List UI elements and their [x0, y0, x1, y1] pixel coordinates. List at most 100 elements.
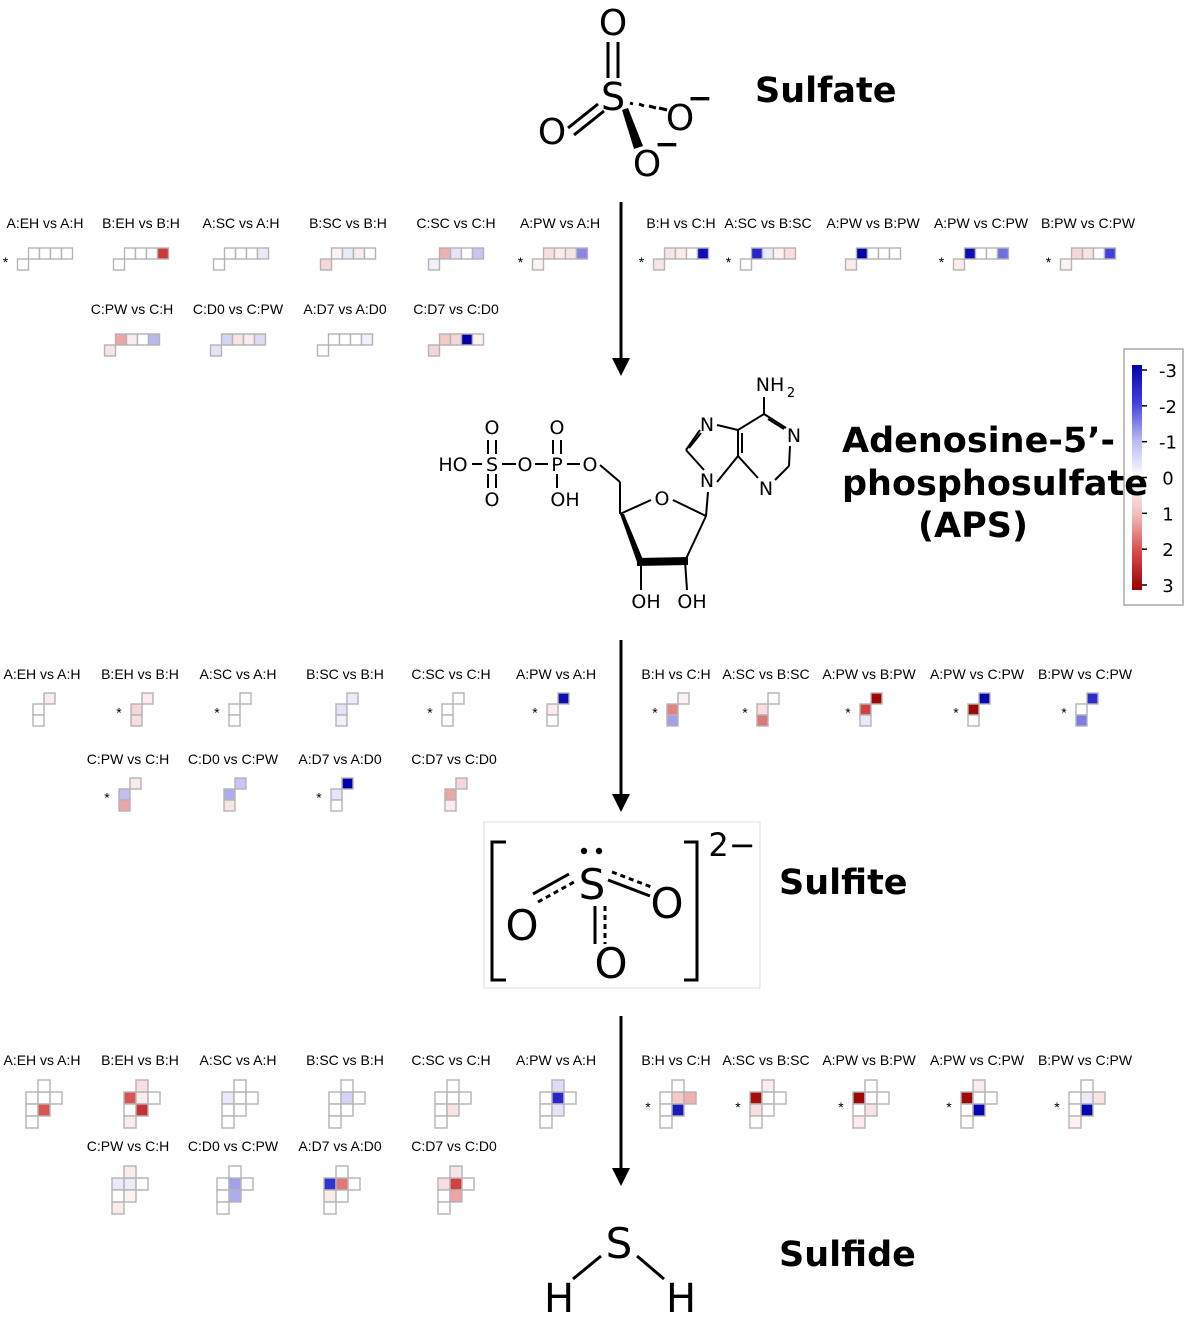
- heatmap-cell: [38, 247, 52, 260]
- heatmap-cell: [221, 1115, 235, 1129]
- heatmap-cell: [1103, 247, 1117, 260]
- heatmap-chart: B:PW vs C:PW*: [1038, 1052, 1133, 1129]
- heatmap-cell: [123, 1115, 137, 1129]
- heatmap-cell: [449, 1189, 463, 1203]
- heatmap-cell: [32, 703, 45, 716]
- heatmap-chart: A:SC vs B:SC*: [722, 1052, 810, 1129]
- heatmap-chart: A:PW vs B:PW*: [822, 1052, 916, 1129]
- heatmap-cell: [352, 247, 366, 260]
- heatmap-cell: [335, 1165, 349, 1179]
- heatmap-cell: [1068, 1103, 1082, 1117]
- heatmap-cell: [112, 258, 126, 271]
- heatmap-cell: [671, 1079, 685, 1093]
- aps-atom-N1: N: [787, 425, 801, 447]
- heatmap-cell: [974, 247, 988, 260]
- heatmap-cell: [659, 1091, 673, 1105]
- heatmap-chart-label: A:SC vs A:H: [202, 215, 279, 231]
- aps-atom-O-S-top: O: [485, 417, 500, 439]
- heatmap-cell: [341, 247, 355, 260]
- aps-name-line-2: phosphosulfate: [842, 463, 1148, 504]
- heatmap-cell: [972, 1079, 986, 1093]
- heatmap-chart-label: A:PW vs A:H: [516, 666, 596, 682]
- heatmap-cell: [449, 1177, 463, 1191]
- heatmap-cell: [242, 333, 256, 346]
- heatmap-cell: [888, 247, 902, 260]
- heatmap-cell: [216, 1189, 230, 1203]
- aps-atom-NH: NH: [756, 374, 785, 396]
- aps-atom-O-P-top: O: [550, 417, 565, 439]
- sulfate-atom-O-top: O: [599, 3, 627, 44]
- heatmap-cell: [111, 1177, 125, 1191]
- heatmap-cell: [844, 258, 858, 271]
- heatmap-chart: A:SC vs A:H*: [199, 666, 277, 727]
- heatmap-chart-label: B:H vs C:H: [641, 666, 710, 682]
- heatmap-cell: [349, 333, 363, 346]
- heatmap-cell: [449, 247, 463, 260]
- sulfate-atom-S: S: [601, 75, 625, 119]
- heatmap-cell: [123, 1177, 137, 1191]
- heatmap-cell: [340, 1091, 354, 1105]
- heatmap-cell: [233, 1091, 247, 1105]
- sulfide-atom-H-left: H: [544, 1276, 574, 1318]
- heatmap-chart-label: C:D7 vs C:D0: [411, 751, 497, 767]
- heatmap-cell: [859, 714, 872, 727]
- heatmap-cell: [16, 258, 30, 271]
- heatmap-cell: [471, 333, 485, 346]
- significance-asterisk: *: [726, 254, 732, 270]
- aps-atom-OH-P: OH: [550, 489, 579, 511]
- heatmap-chart: B:SC vs B:H: [309, 215, 387, 271]
- heatmap-cell: [960, 1115, 974, 1129]
- heatmap-cell: [1080, 1091, 1094, 1105]
- sulfite-atom-O-bottom: O: [594, 939, 627, 988]
- heatmap-cell: [553, 247, 567, 260]
- heatmap-cell: [147, 1091, 161, 1105]
- sulfide-structure: S H H: [544, 1219, 696, 1318]
- heatmap-cell: [683, 1091, 697, 1105]
- heatmap-cell: [316, 344, 330, 357]
- heatmap-cell: [427, 344, 441, 357]
- heatmap-cell: [221, 1091, 235, 1105]
- heatmap-cell: [531, 258, 545, 271]
- heatmap-cell: [864, 1091, 878, 1105]
- heatmap-chart-label: A:PW vs A:H: [516, 1052, 596, 1068]
- heatmap-chart-label: A:D7 vs A:D0: [303, 301, 386, 317]
- heatmap-chart-label: A:EH vs A:H: [3, 666, 80, 682]
- sulfite-box: [483, 821, 761, 989]
- heatmap-cell: [666, 714, 679, 727]
- heatmap-cell: [228, 1189, 242, 1203]
- heatmap-chart-label: B:SC vs B:H: [306, 1052, 384, 1068]
- heatmap-cell: [434, 1091, 448, 1105]
- heatmap-chart-label: B:EH vs B:H: [102, 215, 180, 231]
- heatmap-chart-label: C:D0 vs C:PW: [188, 1138, 279, 1154]
- heatmap-cell: [141, 692, 154, 705]
- heatmap-cell: [223, 788, 236, 801]
- heatmap-cell: [135, 1091, 149, 1105]
- significance-asterisk: *: [639, 254, 645, 270]
- significance-asterisk: *: [3, 254, 9, 270]
- heatmap-cell: [145, 247, 159, 260]
- heatmap-cell: [328, 1115, 342, 1129]
- sulfate-atom-O-bottom: O: [633, 144, 661, 185]
- heatmap-cell: [452, 692, 465, 705]
- heatmap-panels: A:EH vs A:H * B:EH vs B:H A:SC vs A:H B:SC v…: [3, 215, 1136, 1215]
- heatmap-cell: [444, 788, 457, 801]
- heatmap-chart-label: A:D7 vs A:D0: [298, 751, 381, 767]
- heatmap-cell: [1059, 258, 1073, 271]
- heatmap-chart-label: A:PW vs C:PW: [934, 215, 1029, 231]
- significance-asterisk: *: [104, 790, 110, 806]
- sulfate-charge-right: −: [687, 81, 712, 116]
- heatmap-cell: [852, 1091, 866, 1105]
- heatmap-chart-label: A:SC vs A:H: [199, 666, 276, 682]
- heatmap-chart: A:EH vs A:H: [3, 666, 81, 727]
- aps-atom-O-ring: O: [655, 488, 670, 510]
- heatmap-cell: [546, 714, 559, 727]
- heatmap-chart: A:SC vs B:SC*: [724, 215, 812, 271]
- heatmap-cell: [750, 247, 764, 260]
- heatmap-cell: [546, 703, 559, 716]
- significance-asterisk: *: [845, 705, 851, 721]
- heatmap-chart: A:SC vs A:H: [202, 215, 280, 271]
- heatmap-chart: B:EH vs B:H: [102, 215, 180, 271]
- heatmap-cell: [234, 777, 247, 790]
- heatmap-cell: [352, 1091, 366, 1105]
- heatmap-cell: [1068, 1115, 1082, 1129]
